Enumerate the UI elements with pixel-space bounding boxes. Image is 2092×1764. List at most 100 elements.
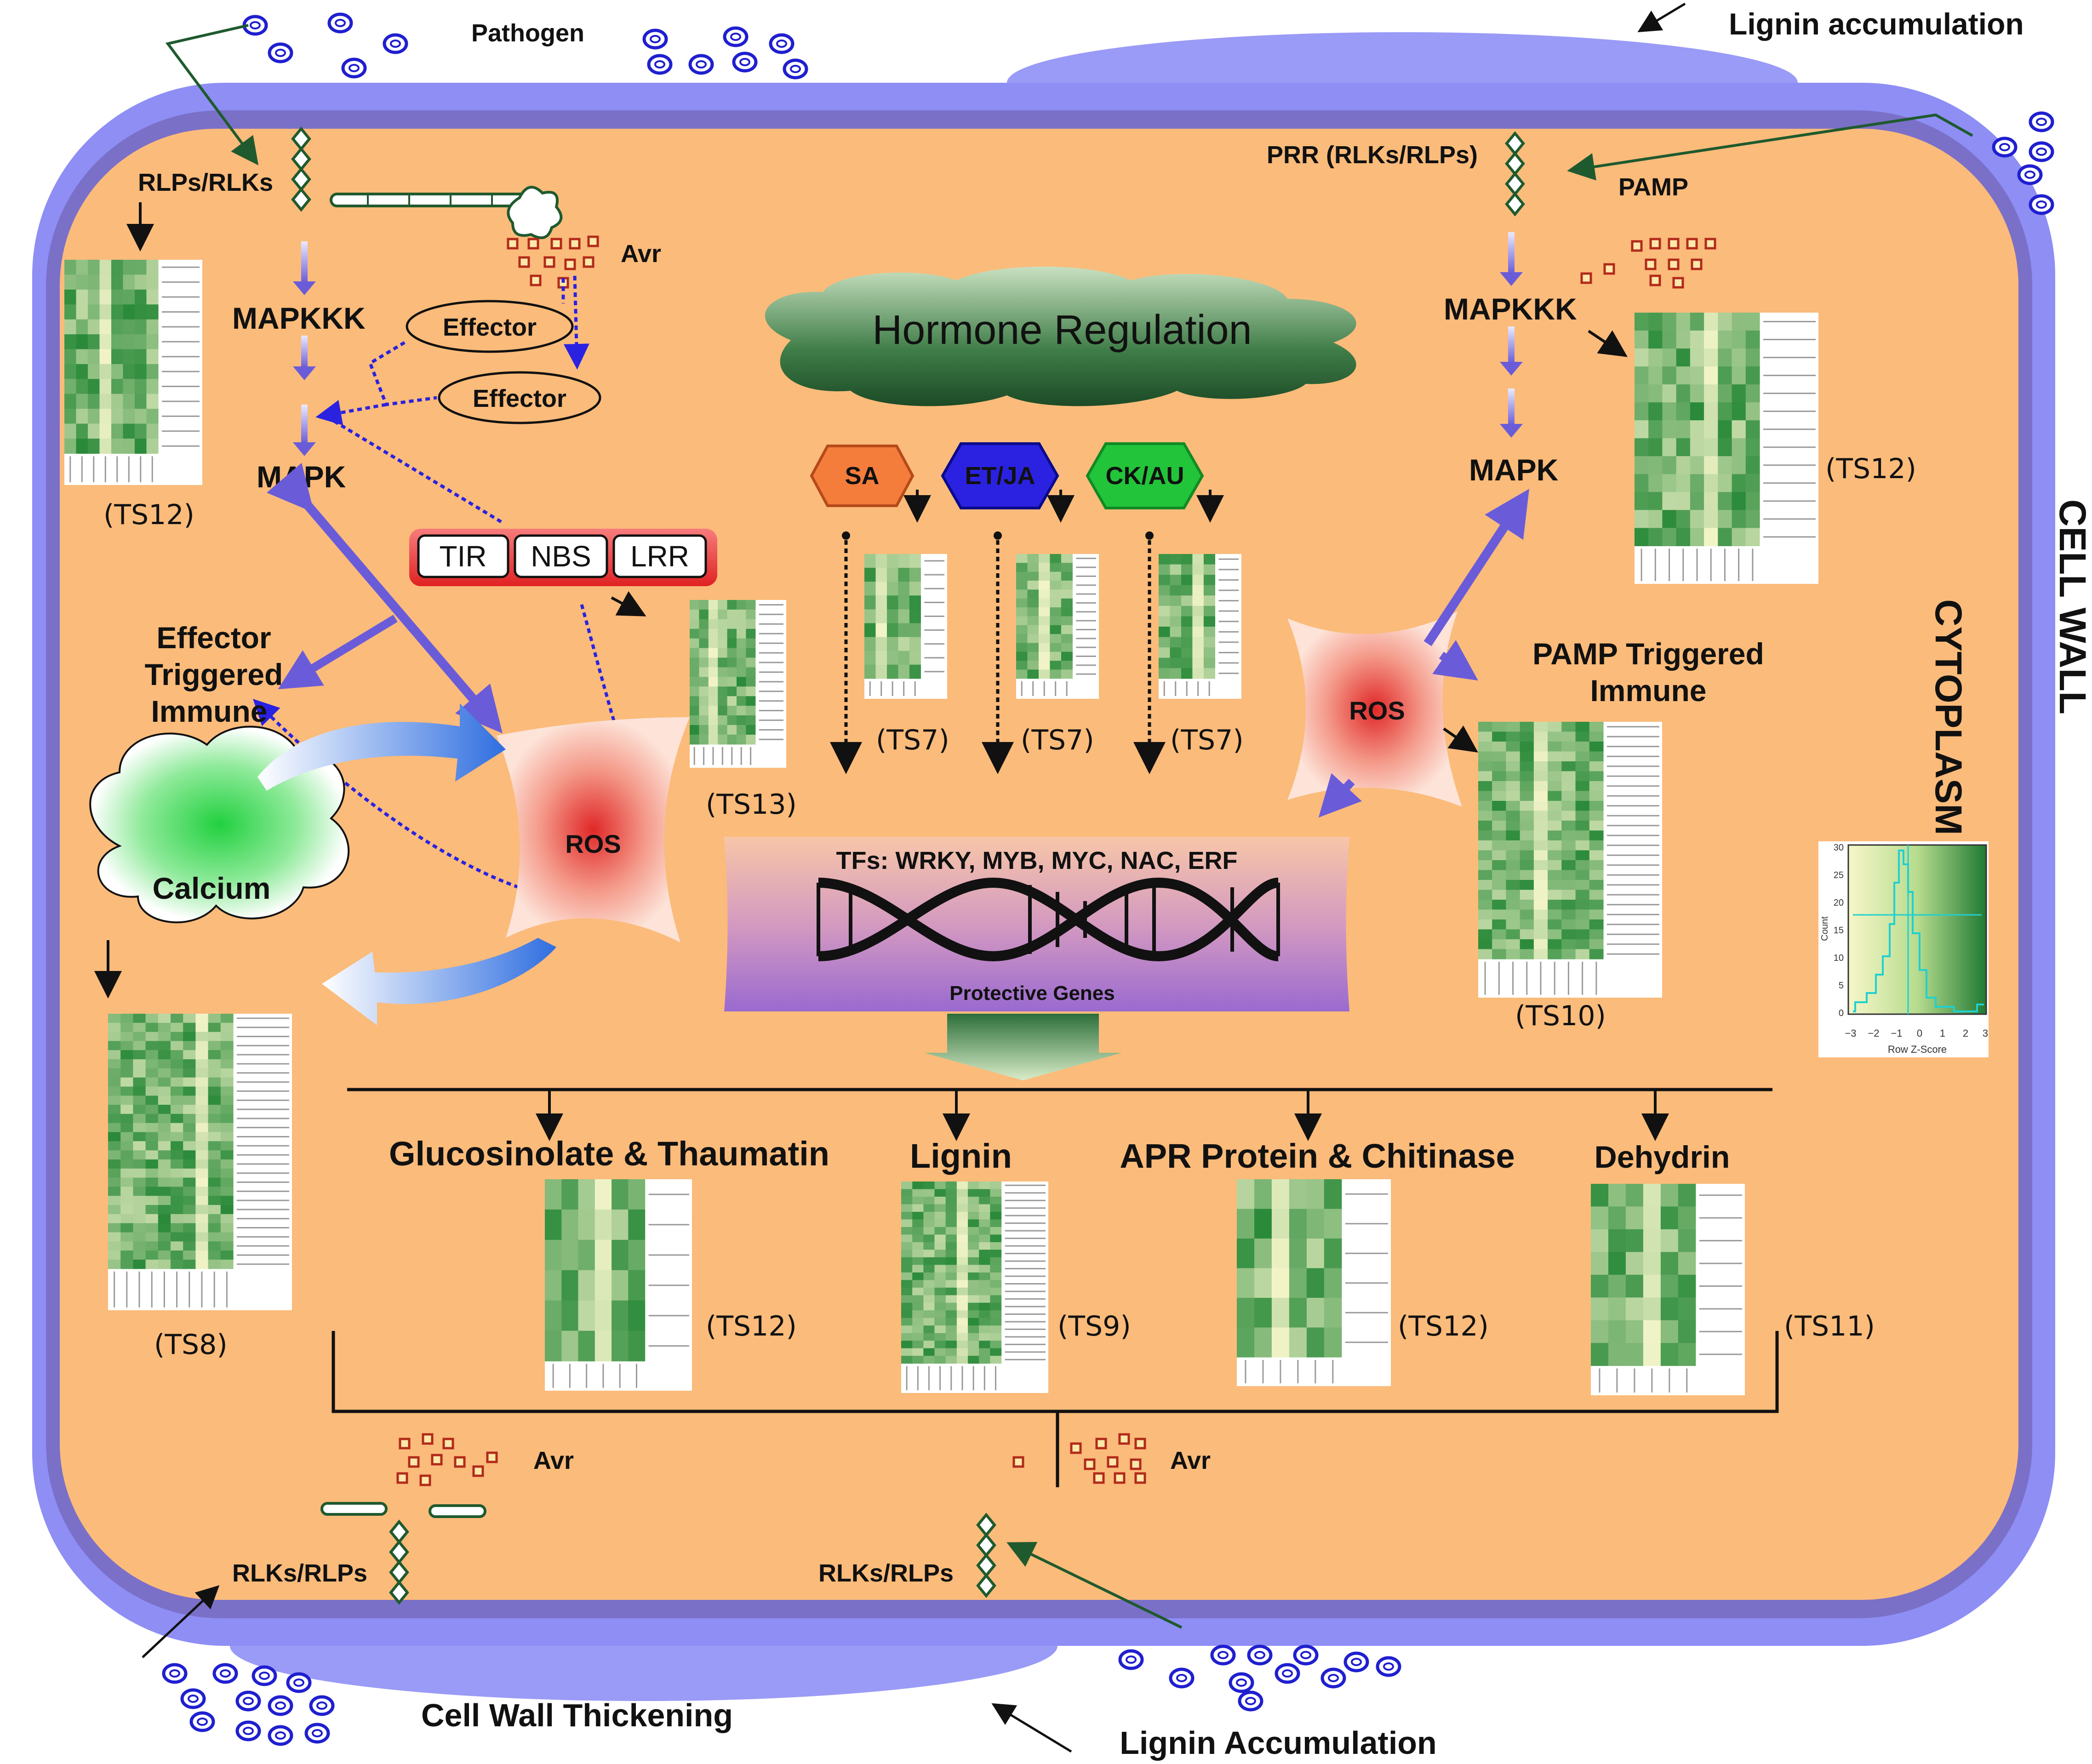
heatmap-cell <box>1625 1274 1644 1298</box>
heatmap-cell <box>1324 1239 1342 1269</box>
heatmap-cell <box>923 1234 935 1243</box>
heatmap-cell <box>545 1270 562 1301</box>
heatmap-cell <box>912 1325 924 1334</box>
pathogens-bottom-right <box>1120 1646 1400 1710</box>
heatmap-cell <box>64 409 77 424</box>
heatmap-cell <box>158 1232 171 1242</box>
heatmap-cell <box>171 1159 183 1169</box>
heatmap-cell <box>1678 1229 1696 1252</box>
heatmap-cell <box>1718 456 1732 474</box>
heatmap-cell <box>171 1250 183 1260</box>
heatmap-cell <box>111 334 124 350</box>
heatmap-cell <box>220 1141 234 1151</box>
heatmap-cell <box>158 1014 171 1023</box>
heatmap-cell <box>979 1280 990 1288</box>
heatmap-cell <box>901 1234 913 1243</box>
heatmap-cell <box>718 715 728 725</box>
heatmap-cell <box>1704 438 1718 457</box>
heatmap-cell <box>1324 1298 1342 1328</box>
heatmap-cell <box>76 319 88 335</box>
heatmap-cell <box>1660 1184 1679 1207</box>
heatmap-cell <box>1745 420 1760 439</box>
heatmap-cell <box>1492 821 1506 831</box>
heatmap-cell <box>1690 510 1704 528</box>
heatmap-cell <box>1181 554 1193 565</box>
heatmap-cell <box>979 1302 990 1311</box>
color-key-ytick-3: 15 <box>1834 925 1844 936</box>
heatmap-cell <box>123 274 135 290</box>
heatmap-cell <box>979 1356 990 1364</box>
heatmap-cell <box>1561 731 1576 742</box>
heatmap-cell <box>146 334 159 350</box>
heatmap-cell <box>1690 348 1704 367</box>
heatmap-cell <box>1050 554 1062 563</box>
heatmap-cell <box>727 609 737 620</box>
heatmap-cell <box>220 1059 234 1069</box>
heatmap-cell <box>909 554 921 568</box>
heatmap-cell <box>1589 830 1604 841</box>
heatmap-cell <box>111 394 124 409</box>
heatmap-cell <box>1690 528 1704 546</box>
heatmap-cell <box>145 1177 159 1187</box>
heatmap-cell <box>135 260 147 275</box>
heatmap-cell <box>979 1348 990 1356</box>
heatmap-cell <box>737 706 746 716</box>
heatmap-cell <box>1506 830 1520 841</box>
heatmap-cell <box>1548 870 1562 880</box>
heatmap-cell <box>945 1234 957 1243</box>
heatmap-cell <box>718 648 728 658</box>
heatmap-cell <box>934 1242 946 1250</box>
heatmap-cell <box>708 638 718 649</box>
heatmap-cell <box>1575 781 1590 792</box>
heatmap-cell <box>875 651 887 665</box>
heatmap-cell <box>133 1250 146 1260</box>
heatmap-cell <box>1324 1179 1342 1210</box>
ros-right-arrows <box>1318 489 1529 818</box>
heatmap-cell <box>1203 605 1215 617</box>
heatmap-cell <box>208 1241 221 1251</box>
heatmap-cell <box>912 1295 924 1303</box>
heatmap-cell <box>158 1241 171 1251</box>
heatmap-cell <box>195 1232 209 1242</box>
heatmap-cell <box>1591 1320 1609 1343</box>
heatmap-cell <box>183 1241 196 1251</box>
heatmap-cell <box>1181 585 1193 596</box>
heatmap-cell <box>737 657 746 668</box>
heatmap-cell <box>120 1250 133 1260</box>
heatmap-cell <box>968 1280 979 1288</box>
heatmap-cell <box>220 1086 234 1096</box>
heatmap-cell <box>108 1223 121 1233</box>
heatmap-cell <box>1016 571 1028 581</box>
heatmap-cell <box>145 1059 159 1069</box>
heatmap-cell <box>912 1310 924 1319</box>
heatmap-cell <box>979 1265 990 1273</box>
heatmap-cell <box>1575 791 1590 801</box>
heatmap-cell <box>171 1022 183 1033</box>
heatmap-cell <box>120 1014 133 1023</box>
heatmap-cell <box>990 1219 1002 1227</box>
heatmap-cell <box>1676 366 1691 385</box>
heatmap-cell <box>1492 801 1506 811</box>
heatmap-cell <box>923 1295 935 1303</box>
heatmap-cell <box>1520 821 1534 831</box>
heatmap-lignin-label: (TS9) <box>1057 1310 1131 1342</box>
heatmap-cell <box>1676 510 1691 528</box>
heatmap-cell <box>1027 669 1039 679</box>
heatmap-cell <box>76 394 88 409</box>
heatmap-cell <box>699 648 709 658</box>
heatmap-cell <box>1492 791 1506 801</box>
ros-right-shape <box>1287 611 1462 807</box>
heatmap-cell <box>99 379 112 394</box>
heatmap-cell <box>875 664 887 679</box>
heatmap-cell <box>1608 1184 1626 1207</box>
heatmap-cell <box>1520 880 1534 891</box>
heatmap-cell <box>146 319 159 335</box>
heatmap-cell <box>901 1219 913 1227</box>
heatmap-cell <box>912 1250 924 1258</box>
heatmap-cell <box>108 1196 121 1205</box>
heatmap-cell <box>1039 607 1051 617</box>
heatmap-cell <box>171 1187 183 1196</box>
heatmap-cell <box>699 686 709 696</box>
heatmap-cell <box>594 1209 612 1240</box>
heatmap-cell <box>171 1141 183 1151</box>
